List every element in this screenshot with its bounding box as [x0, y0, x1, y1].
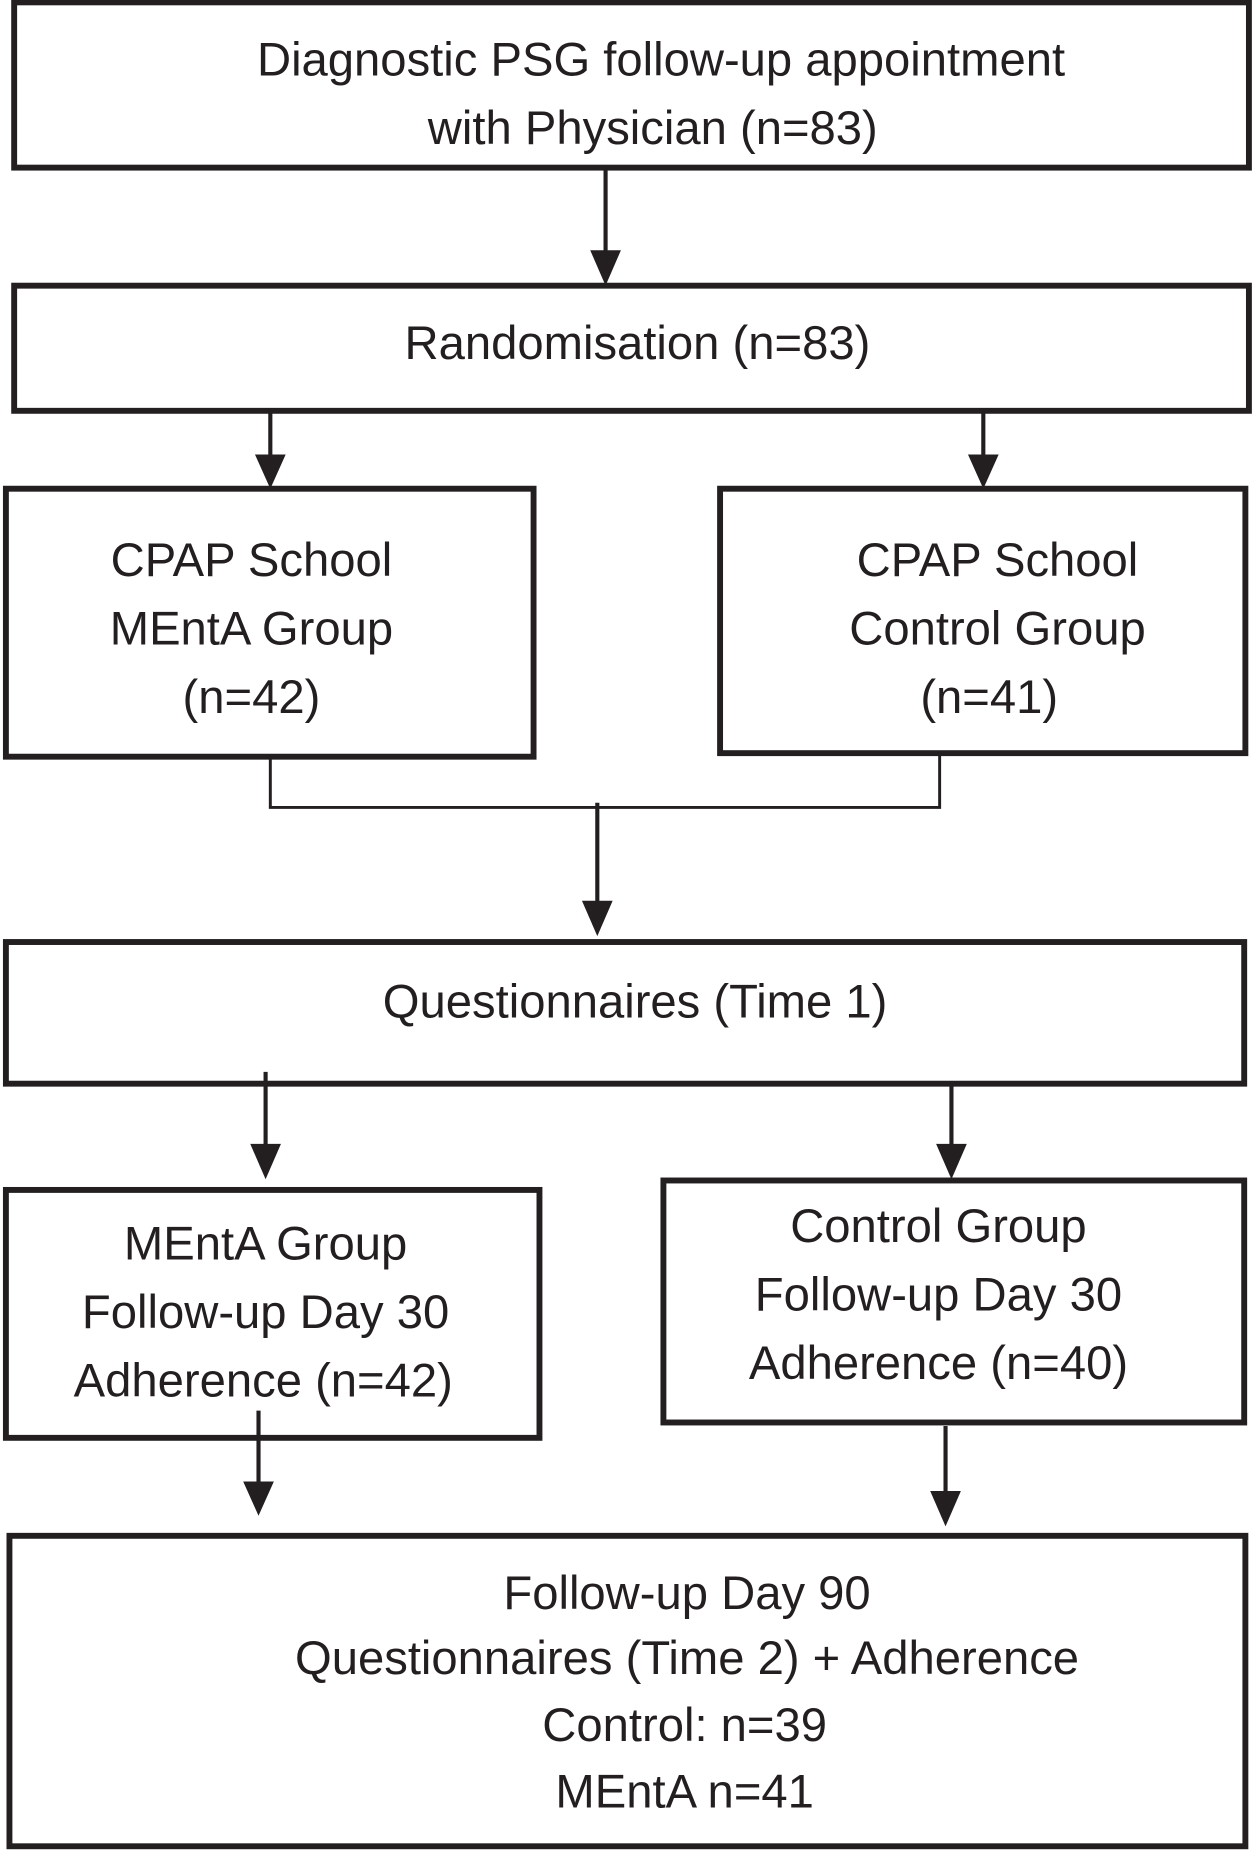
node-text: Adherence (n=40) — [749, 1337, 1128, 1390]
node-text: (n=42) — [183, 671, 321, 724]
node-text: Control Group — [849, 603, 1145, 656]
arrow-merge-to-questionnaires — [581, 802, 613, 937]
node-box — [2, 485, 537, 760]
node-control-day30: Control Group Follow-up Day 30 Adherence… — [660, 1177, 1248, 1426]
node-randomisation: Randomisation (n=83) — [11, 282, 1252, 414]
node-box — [11, 282, 1252, 414]
node-text: Follow-up Day 30 — [82, 1286, 449, 1339]
node-text: Questionnaires (Time 2) + Adherence — [295, 1632, 1079, 1685]
node-text: Questionnaires (Time 1) — [383, 976, 888, 1029]
arrow-control-day30-to-day90 — [930, 1426, 961, 1527]
node-text: with Physician (n=83) — [427, 102, 878, 155]
node-menta-day30: MEntA Group Follow-up Day 30 Adherence (… — [2, 1186, 543, 1441]
node-day90: Follow-up Day 90 Questionnaires (Time 2)… — [6, 1532, 1249, 1850]
node-text: Adherence (n=42) — [74, 1355, 453, 1408]
arrow-menta-day30-to-day90 — [243, 1410, 274, 1516]
arrow-psg-to-randomisation — [590, 167, 621, 286]
node-box — [717, 485, 1249, 757]
node-box — [6, 1532, 1249, 1850]
arrow-questionnaires-to-control-day30 — [936, 1083, 967, 1180]
node-psg-appointment: Diagnostic PSG follow-up appointment wit… — [11, 0, 1252, 171]
node-text: MEntA n=41 — [555, 1765, 813, 1818]
node-text: Control: n=39 — [542, 1699, 827, 1752]
node-text: Diagnostic PSG follow-up appointment — [257, 34, 1065, 87]
node-text: Randomisation (n=83) — [405, 317, 871, 370]
connector-merge — [268, 753, 942, 809]
node-text: CPAP School — [111, 534, 393, 587]
node-box — [2, 1186, 543, 1441]
node-questionnaires-time1: Questionnaires (Time 1) — [2, 939, 1248, 1087]
node-control-school: CPAP School Control Group (n=41) — [717, 485, 1249, 757]
node-box — [2, 939, 1248, 1087]
node-text: MEntA Group — [110, 603, 393, 656]
arrow-randomisation-to-menta-school — [254, 410, 286, 489]
node-box — [11, 0, 1252, 171]
node-text: (n=41) — [920, 671, 1058, 724]
node-box — [660, 1177, 1248, 1426]
node-text: Follow-up Day 30 — [755, 1268, 1122, 1321]
node-text: Follow-up Day 90 — [503, 1567, 870, 1620]
node-text: Control Group — [790, 1200, 1086, 1253]
node-text: MEntA Group — [124, 1218, 407, 1271]
node-menta-school: CPAP School MEntA Group (n=42) — [2, 485, 537, 760]
arrow-questionnaires-to-menta-day30 — [250, 1071, 281, 1180]
node-text: CPAP School — [857, 534, 1139, 587]
arrow-randomisation-to-control-school — [967, 410, 999, 489]
